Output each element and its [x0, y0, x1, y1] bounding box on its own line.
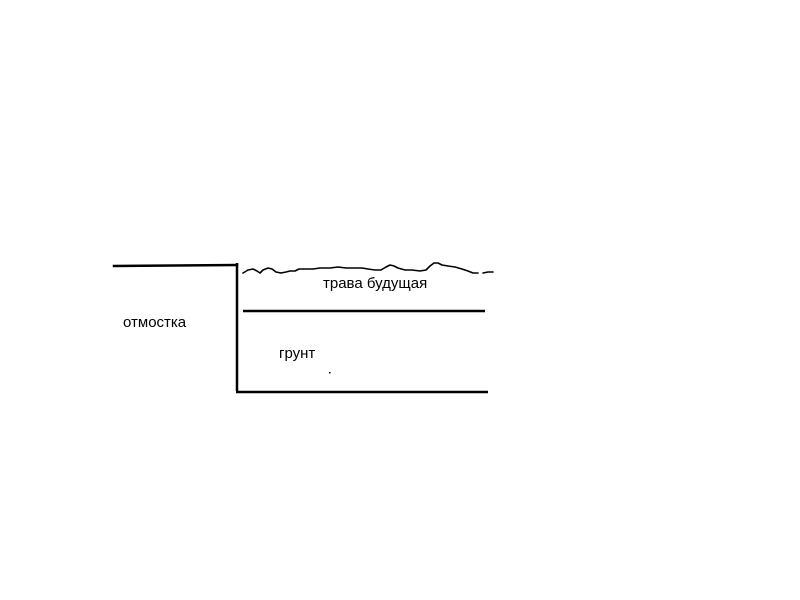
grass-label: трава будущая: [323, 275, 428, 292]
otmostka-label: отмостка: [123, 314, 187, 331]
otmostka-surface-line: [112, 263, 239, 268]
soil-label: грунт: [279, 345, 316, 362]
stray-dot: [329, 372, 331, 374]
grass-surface-line: [242, 262, 494, 274]
